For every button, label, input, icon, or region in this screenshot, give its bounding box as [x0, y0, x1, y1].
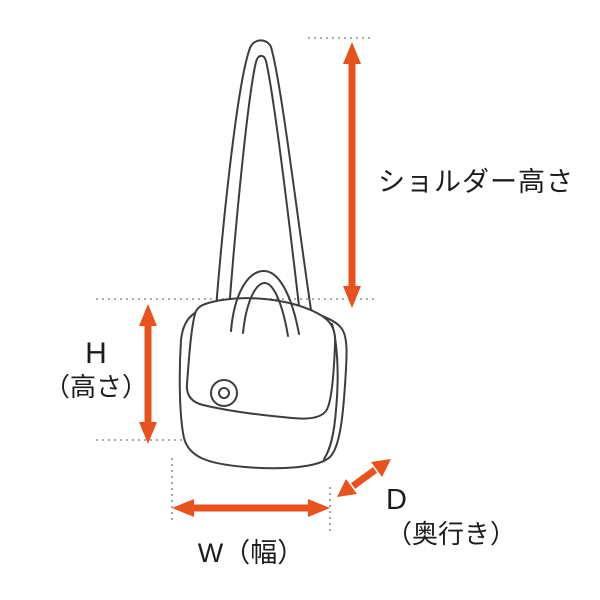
width-arrow	[172, 499, 330, 517]
guide-lines	[96, 37, 378, 533]
width-arrow-head-right	[308, 499, 330, 517]
clasp	[210, 379, 238, 407]
shoulder-height-arrow	[343, 42, 361, 308]
shoulder-height-arrow-head-top	[343, 42, 361, 64]
top-handle	[230, 269, 300, 337]
width-label: W（幅）	[197, 538, 305, 568]
depth-label-name: （奥行き）	[386, 519, 517, 550]
height-arrow-head-top	[139, 304, 157, 326]
bag-illustration	[178, 39, 348, 470]
clasp-inner-ring	[218, 387, 230, 399]
height-arrow	[139, 304, 157, 444]
depth-label-letter: D	[386, 484, 407, 516]
handle-inner-edge	[242, 282, 289, 337]
height-label: H （高さ）	[30, 336, 162, 403]
dimension-arrows	[139, 42, 391, 517]
depth-arrow-head-lower	[337, 479, 357, 497]
handle-outer-edge	[230, 269, 300, 335]
height-label-letter: H	[85, 337, 107, 370]
height-arrow-head-bottom	[139, 422, 157, 444]
bag-flap	[185, 297, 337, 420]
strap-inner-edge	[228, 54, 303, 333]
shoulder-strap	[215, 39, 315, 333]
strap-outer-edge	[215, 39, 315, 331]
shoulder-height-label: ショルダー高さ	[378, 167, 574, 197]
depth-label: D （奥行き）	[386, 482, 516, 551]
depth-arrow-shaft	[350, 467, 378, 489]
height-label-name: （高さ）	[43, 372, 148, 402]
shoulder-height-arrow-head-bottom	[343, 286, 361, 308]
depth-arrow	[337, 459, 391, 497]
width-arrow-head-left	[172, 499, 194, 517]
depth-arrow-head-upper	[371, 459, 391, 477]
